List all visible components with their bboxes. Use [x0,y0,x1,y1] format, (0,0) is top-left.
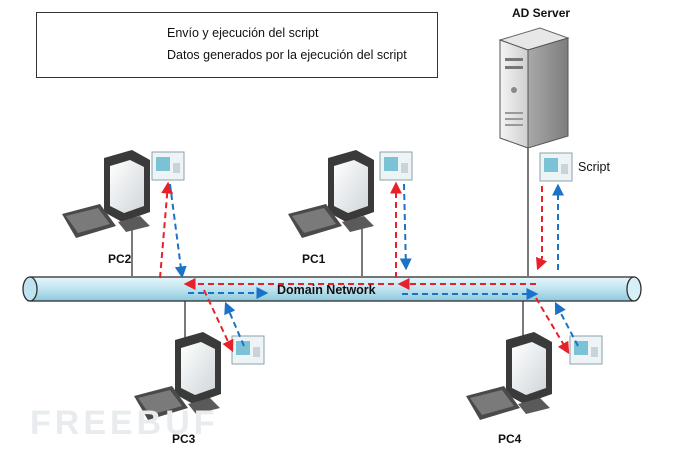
red-arrow-server-down [535,186,548,271]
red-arrow-down-pc3 [203,289,234,353]
ad-server-label: AD Server [512,6,571,20]
script-icon-pc2 [151,151,185,181]
legend: Envío y ejecución del script Datos gener… [36,12,438,78]
red-script-arrows [159,181,570,355]
script-icon-pc1 [379,151,413,181]
legend-blue-label: Datos generados por la ejecución del scr… [167,48,407,62]
pc2-label: PC2 [108,252,132,266]
pc3-computer-icon [134,332,221,420]
watermark: FREEBUF [30,404,219,442]
domain-network-label: Domain Network [277,283,376,297]
pc4-label: PC4 [498,432,522,446]
script-label: Script [578,160,610,174]
legend-row-blue: Datos generados por la ejecución del scr… [37,46,437,66]
pc1-computer-icon [288,150,374,238]
blue-arrow-pc2-down [169,183,187,279]
pc3-label: PC3 [172,432,196,446]
connection-lines [131,148,529,338]
legend-row-red: Envío y ejecución del script [37,24,437,44]
script-icon-pc3 [231,335,265,365]
blue-data-arrows [169,183,579,347]
blue-arrow-pc3-up [224,301,245,347]
legend-red-label: Envío y ejecución del script [167,26,319,40]
pc2-computer-icon [62,150,150,238]
script-icon-pc4 [569,335,603,365]
red-arrow-up-pc2 [159,181,174,279]
script-icon-server [539,152,573,182]
red-arrow-down-pc4 [535,297,570,355]
server-icon [498,27,570,149]
blue-arrow-pc1-down [399,183,412,271]
blue-arrow-pc4-up [554,301,579,347]
pc1-label: PC1 [302,252,326,266]
pc4-computer-icon [466,332,552,420]
